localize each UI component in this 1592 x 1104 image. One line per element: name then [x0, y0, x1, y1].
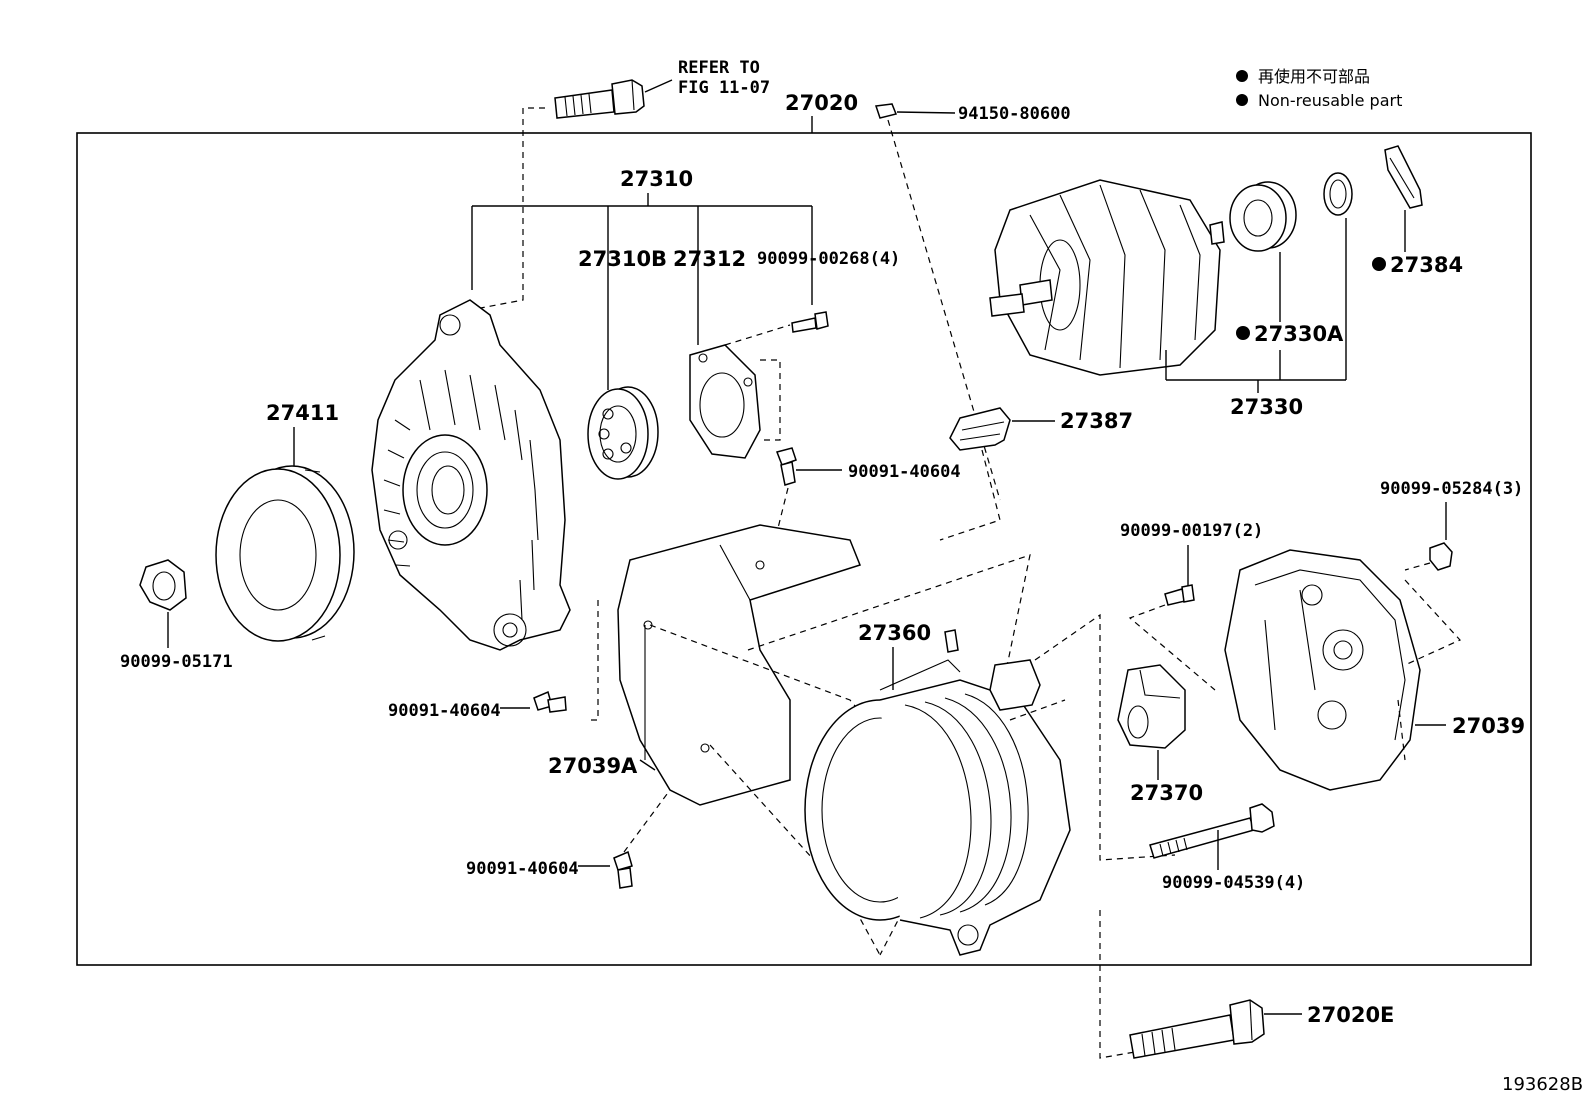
- screw-90099-00268[interactable]: [791, 311, 829, 333]
- label-27039[interactable]: 27039: [1452, 714, 1525, 738]
- through-bolt-90099-04539[interactable]: [1149, 803, 1275, 859]
- stator-27360[interactable]: [804, 629, 1071, 956]
- non-reusable-27384-icon: [1372, 257, 1386, 271]
- non-reusable-bullet-icon: [1236, 94, 1248, 106]
- label-27020[interactable]: 27020: [785, 91, 858, 115]
- bearing-27310B[interactable]: [587, 386, 659, 480]
- refer-line-1: REFER TO: [678, 58, 760, 78]
- assembly-frame: [76, 132, 1532, 966]
- label-94150-80600[interactable]: 94150-80600: [958, 104, 1071, 124]
- refer-line-2: FIG 11-07: [678, 78, 770, 98]
- nut-90099-05284[interactable]: [1429, 542, 1453, 571]
- label-90099-00197[interactable]: 90099-00197(2): [1120, 521, 1263, 541]
- label-27330[interactable]: 27330: [1230, 395, 1303, 419]
- legend: 再使用不可部品 Non-reusable part: [1236, 67, 1402, 110]
- label-27312[interactable]: 27312: [673, 247, 746, 271]
- grommet-27387[interactable]: [949, 407, 1011, 451]
- legend-english: Non-reusable part: [1258, 91, 1402, 110]
- screw-90099-00197[interactable]: [1164, 584, 1195, 606]
- nut-94150[interactable]: [874, 103, 898, 119]
- label-27020E[interactable]: 27020E: [1307, 1003, 1394, 1027]
- label-90091-40604-mid[interactable]: 90091-40604: [388, 701, 501, 721]
- label-27330A[interactable]: 27330A: [1254, 322, 1344, 346]
- legend-japanese: 再使用不可部品: [1258, 67, 1370, 86]
- label-27384[interactable]: 27384: [1390, 253, 1463, 277]
- label-27039A[interactable]: 27039A: [548, 754, 638, 778]
- brush-holder-27370[interactable]: [1117, 664, 1186, 749]
- label-90091-40604-bottom[interactable]: 90091-40604: [466, 859, 579, 879]
- drive-end-frame[interactable]: [371, 299, 571, 651]
- non-reusable-27330A-icon: [1236, 326, 1250, 340]
- mounting-bolt-27020E[interactable]: [1129, 999, 1265, 1059]
- mounting-bolt-top[interactable]: [554, 79, 645, 119]
- label-27310B[interactable]: 27310B: [578, 247, 667, 271]
- nut-90099-05171[interactable]: [139, 559, 187, 611]
- label-27411[interactable]: 27411: [266, 401, 339, 425]
- screw-90091-40604-top[interactable]: [776, 447, 797, 486]
- rear-cover-27039[interactable]: [1224, 549, 1421, 791]
- label-27387[interactable]: 27387: [1060, 409, 1133, 433]
- non-reusable-bullet-icon: [1236, 70, 1248, 82]
- label-27310[interactable]: 27310: [620, 167, 693, 191]
- cover-27384[interactable]: [1384, 145, 1423, 209]
- pulley-27411[interactable]: [215, 465, 355, 642]
- figure-id: 193628B: [1502, 1074, 1583, 1095]
- bearing-27330A[interactable]: [1229, 181, 1297, 252]
- label-27360[interactable]: 27360: [858, 621, 931, 645]
- label-90091-40604-top[interactable]: 90091-40604: [848, 462, 961, 482]
- label-27370[interactable]: 27370: [1130, 781, 1203, 805]
- screw-90091-40604-bottom[interactable]: [613, 850, 633, 889]
- screw-90091-40604-mid[interactable]: [533, 690, 567, 713]
- leader-top-bolt: [469, 107, 545, 311]
- washer[interactable]: [1323, 172, 1353, 216]
- retainer-plate-27312[interactable]: [689, 324, 791, 459]
- rotor-27330[interactable]: [989, 179, 1225, 376]
- label-90099-04539[interactable]: 90099-04539(4): [1162, 873, 1305, 893]
- label-90099-00268[interactable]: 90099-00268(4): [757, 249, 900, 269]
- label-90099-05284[interactable]: 90099-05284(3): [1380, 479, 1523, 499]
- label-90099-05171[interactable]: 90099-05171: [120, 652, 233, 672]
- cover-27039A[interactable]: [617, 524, 861, 806]
